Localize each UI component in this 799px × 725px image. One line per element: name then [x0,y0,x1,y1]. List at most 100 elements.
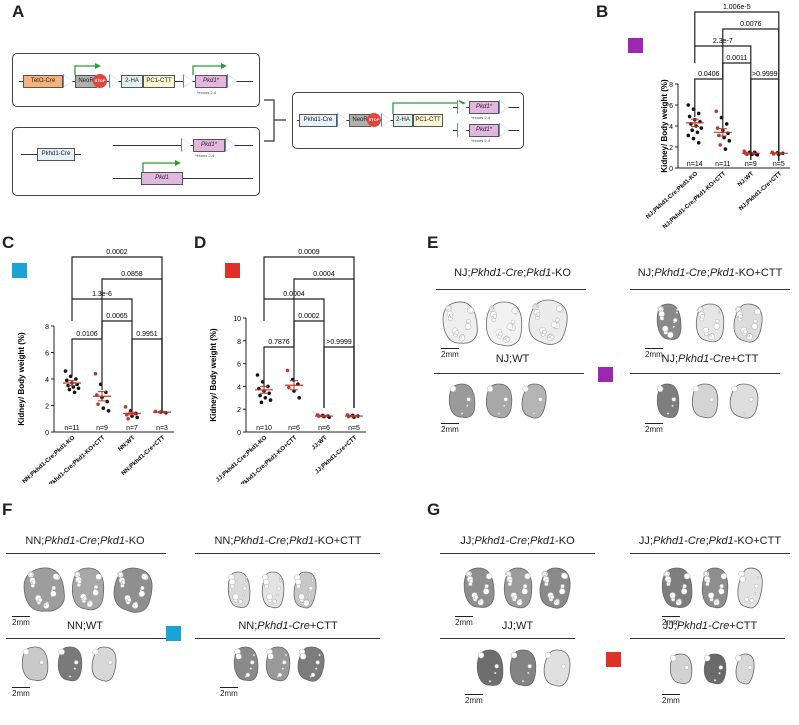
n-label: n=6 [318,425,330,432]
category-label: NJ;Pkhd1-Cre;Pkd1-KO+CTT [662,171,727,231]
cyst [700,314,705,319]
cyst [535,314,538,317]
cyst [86,600,93,608]
cyst [669,592,676,599]
y-tick-label: 8 [237,339,241,346]
data-point [723,147,728,151]
cyst [310,672,316,678]
ctt-gene: PC1-CTT [413,114,443,127]
cyst [496,333,499,337]
kidney-section-image [656,303,682,340]
p-value-label: >0.9999 [752,71,778,78]
cyst [284,653,288,657]
cyst [277,672,283,678]
cyst [276,593,279,597]
kidney-section-image [485,383,513,419]
cyst [43,603,46,606]
kidney-section-image [21,646,49,681]
cyst [521,588,528,595]
scale-bar: 2mm [441,348,459,359]
data-point [126,416,130,421]
scale-bar: 2mm [662,694,680,705]
cyst [68,675,72,678]
cyst [127,597,132,603]
cyst [95,573,102,580]
cyst [230,584,235,589]
cyst [754,583,759,589]
histology-title-g2: JJ;Pkhd1-Cre;Pkd1-KO+CTT [638,535,782,547]
cyst [279,576,282,580]
kidney-section-image [695,303,725,343]
data-point [65,378,69,383]
p-value-label: 0.9951 [136,331,158,338]
cyst [466,318,471,324]
cyst [731,385,738,393]
cyst [718,588,725,595]
cyst [554,600,557,603]
y-tick-label: 4 [237,384,241,391]
scale-bar: 2mm [12,687,30,698]
kidney-section-image [733,303,763,343]
cyst [491,316,495,319]
cyst [743,329,748,334]
kidney-section-image [521,383,547,419]
data-point [691,136,696,141]
cyst [138,590,146,597]
cyst [473,595,479,600]
cyst [498,331,503,337]
cyst [485,573,493,580]
cyst [676,600,679,603]
significance-bracket [263,256,355,408]
cyst [659,316,665,321]
data-point [714,109,719,114]
kidney-section-image [463,567,495,608]
kidney-section-image [539,567,571,609]
significance-bracket [293,320,325,408]
significance-bracket [263,346,295,386]
cyst [30,582,34,585]
p-value-label: 0.0406 [698,71,720,78]
cyst [118,572,123,577]
cyst [77,579,82,584]
cyst [510,652,518,659]
category-label: NJ;Pkhd1-Cre;Pkd1-KO [645,171,699,221]
combine-bracket [264,99,286,142]
p-value-label: 0.0004 [313,271,335,278]
cyst [718,672,721,675]
cyst [73,667,77,670]
cyst [108,660,113,665]
cyst [279,579,282,582]
scale-bar: 2mm [465,694,483,705]
cyst [517,600,520,603]
cyst [494,664,499,669]
histology-title-e4: NJ;Pkhd1-Cre+CTT [661,353,759,365]
cyst [87,601,90,605]
cyst [703,412,707,415]
cyst [74,660,79,665]
data-point [718,143,722,147]
cyst [486,385,494,393]
cyst [738,314,743,319]
category-label: NN;WT [117,435,136,453]
p-value-label: 1.006e-5 [723,4,751,11]
cyst [555,680,559,683]
cyst [120,582,123,585]
cyst [738,570,745,578]
kidney-section-image [227,571,251,608]
cyst [232,593,239,600]
cyst [542,329,547,335]
stop-icon: STOP [93,74,107,88]
kidney-section-image [543,649,571,687]
significance-bracket [750,78,780,161]
y-tick-label: 2 [45,404,49,411]
data-point [724,122,729,126]
cyst [742,412,746,415]
cyst [549,334,555,340]
cyst [675,308,679,312]
scale-bar: 2mm [12,616,30,627]
cyst [75,571,80,577]
significance-bracket [694,11,780,160]
cyst [446,305,451,311]
scale-bar: 2mm [220,687,238,698]
